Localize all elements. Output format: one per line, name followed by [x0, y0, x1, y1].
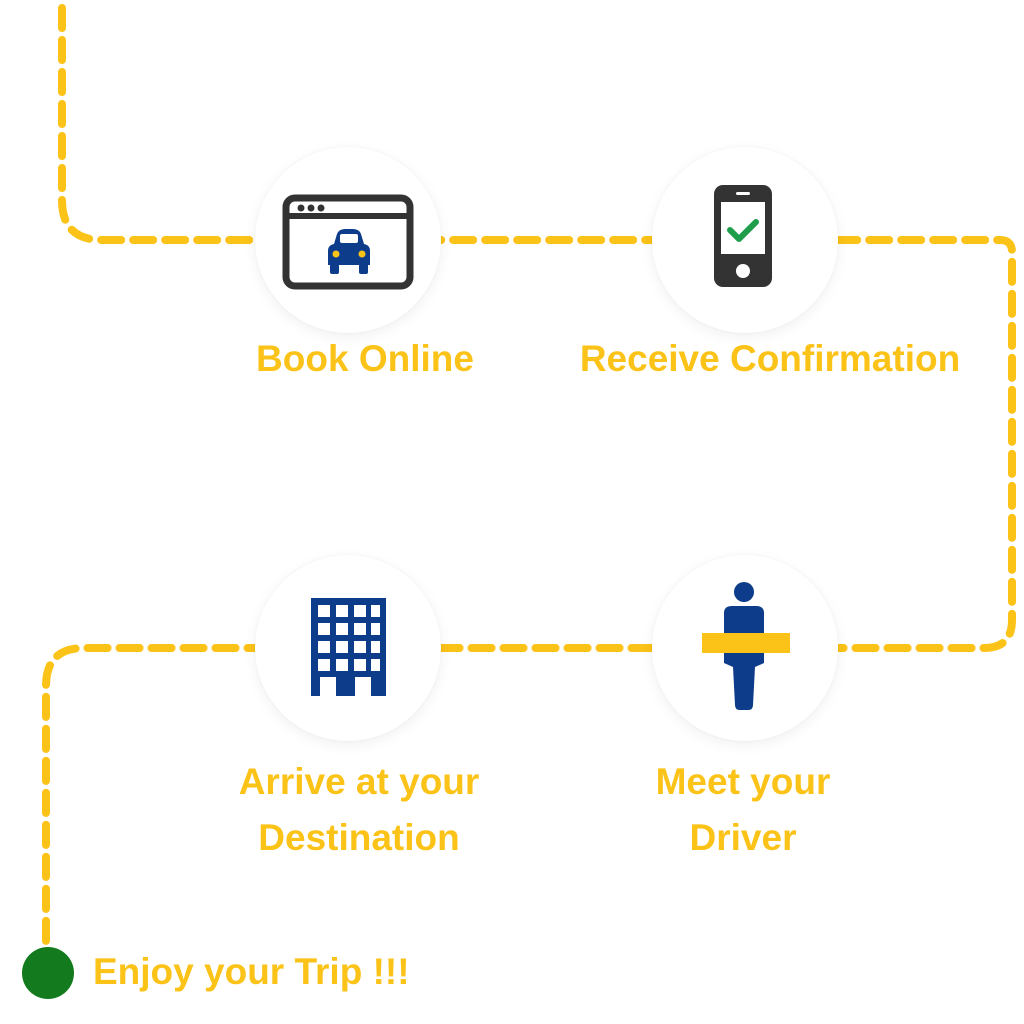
step-book-online — [255, 147, 441, 333]
driver-sign-icon — [702, 582, 790, 710]
browser-car-icon — [282, 194, 414, 290]
step-label: Receive Confirmation — [579, 338, 961, 379]
route-line — [42, 4, 1016, 952]
end-label: Enjoy your Trip !!! — [93, 951, 410, 992]
step-arrive-destination — [255, 555, 441, 741]
step-label: Book Online — [256, 338, 474, 379]
step-label-line1: Meet your — [655, 761, 831, 802]
step-receive-confirmation — [652, 147, 838, 333]
phone-check-icon — [714, 185, 772, 287]
building-icon — [311, 598, 386, 696]
step-label-line1: Arrive at your — [238, 761, 480, 802]
end-dot — [22, 947, 74, 999]
step-label-line2: Destination — [258, 817, 460, 858]
step-label-line2: Driver — [689, 817, 797, 858]
step-meet-driver — [652, 555, 838, 741]
